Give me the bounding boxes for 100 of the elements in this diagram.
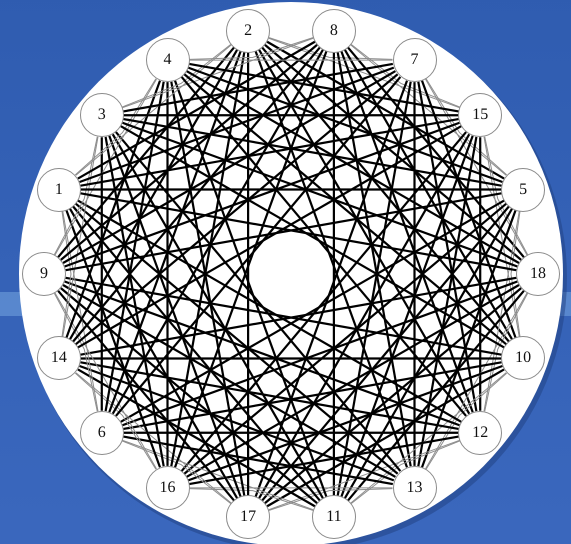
- graph-edge: [54, 136, 98, 256]
- graph-edge: [60, 44, 318, 261]
- graph-edge: [100, 137, 103, 411]
- graph-edge: [347, 290, 525, 502]
- graph-edge: [417, 82, 478, 412]
- graph-edge: [268, 37, 393, 60]
- vertex-label: 7: [410, 51, 418, 70]
- graph-edge: [247, 52, 250, 496]
- graph-edge: [68, 208, 238, 499]
- graph-edge: [62, 136, 98, 338]
- graph-edge: [77, 200, 462, 423]
- graph-edge: [80, 118, 459, 187]
- graph-edge: [54, 292, 157, 470]
- graph-edge: [54, 292, 98, 412]
- graph-edge: [122, 440, 232, 504]
- vertex-label: 18: [530, 265, 546, 283]
- graph-edge: [350, 372, 507, 504]
- graph-edge: [64, 280, 460, 426]
- graph-edge: [347, 46, 525, 258]
- graph-edge: [123, 361, 502, 430]
- vertex-label: 15: [472, 106, 488, 124]
- graph-edge: [124, 432, 458, 434]
- graph-edge: [64, 122, 460, 268]
- graph-edge: [74, 78, 156, 176]
- graph-edge: [72, 46, 321, 342]
- graph-edge: [340, 51, 474, 412]
- graph-edge: [123, 118, 502, 187]
- graph-edge: [264, 44, 522, 261]
- graph-edge: [74, 372, 156, 470]
- graph-edge: [344, 208, 514, 499]
- vertex-label: 13: [406, 478, 422, 497]
- graph-edge: [75, 73, 398, 346]
- vertex-label: 5: [519, 180, 528, 199]
- graph-edge: [184, 73, 507, 346]
- graph-edge: [57, 46, 235, 258]
- graph-edge: [180, 131, 467, 472]
- graph-edge: [62, 70, 396, 264]
- vertex-label: 4: [164, 51, 172, 70]
- vertex-label: 1: [54, 180, 63, 199]
- graph-edge: [62, 210, 98, 412]
- graph-edge: [62, 284, 396, 478]
- graph-edge: [417, 136, 478, 466]
- graph-edge: [188, 436, 459, 486]
- graph-edge: [123, 62, 394, 112]
- graph-edge: [54, 78, 157, 256]
- vertex-label: 12: [472, 424, 488, 442]
- graph-edge: [77, 40, 316, 180]
- graph-edge: [72, 206, 321, 502]
- graph-edge: [108, 136, 242, 497]
- graph-edge: [122, 38, 314, 108]
- graph-edge: [80, 361, 459, 430]
- vertex-label: 11: [326, 508, 342, 526]
- graph-edge: [189, 37, 314, 60]
- graph-edge: [479, 137, 482, 411]
- graph-edge: [77, 368, 316, 508]
- graph-edge: [188, 66, 503, 184]
- graph-edge: [268, 440, 460, 510]
- graph-edge: [266, 368, 505, 508]
- graph-edge: [421, 210, 517, 468]
- graph-edge: [124, 114, 458, 116]
- graph-edge: [258, 134, 470, 499]
- vertex-label: 6: [98, 424, 106, 442]
- graph-edge: [79, 66, 394, 184]
- graph-edge: [112, 134, 324, 499]
- graph-edge: [115, 76, 402, 417]
- vertex-label: 10: [515, 349, 532, 368]
- graph-edge: [426, 78, 508, 176]
- graph-edge: [123, 436, 394, 486]
- graph-edge: [484, 136, 528, 256]
- graph-edge: [188, 364, 503, 482]
- vertex-label: 16: [160, 478, 176, 497]
- graph-edge: [344, 49, 514, 340]
- vertex-label: 8: [330, 22, 338, 40]
- graph-edge: [79, 364, 394, 482]
- vertex-label: 2: [244, 22, 252, 40]
- graph-edge: [261, 46, 510, 342]
- vertex-label: 17: [240, 508, 256, 526]
- vertex-label: 3: [98, 106, 106, 124]
- graph-edge: [268, 38, 460, 108]
- graph-edge: [188, 62, 459, 112]
- graph-edge: [80, 357, 502, 360]
- graph-edge: [104, 136, 165, 466]
- graph-edge: [350, 44, 460, 108]
- graph-edge: [268, 488, 393, 511]
- graph-edge: [75, 44, 232, 176]
- graph-edge: [108, 51, 242, 412]
- graph-edge: [261, 206, 510, 502]
- graph-edge: [57, 290, 235, 502]
- graph-edge: [120, 125, 505, 348]
- graph-edge: [189, 60, 393, 61]
- graph-edge: [122, 280, 518, 426]
- graph-edge: [184, 202, 507, 475]
- graph-edge: [62, 210, 72, 338]
- graph-edge: [186, 70, 520, 264]
- graph-edge: [166, 82, 169, 466]
- graph-edge: [77, 125, 462, 348]
- graph-edge: [120, 200, 505, 423]
- graph-edge: [510, 210, 520, 338]
- graph-edge: [484, 210, 520, 412]
- graph-edge: [189, 487, 393, 488]
